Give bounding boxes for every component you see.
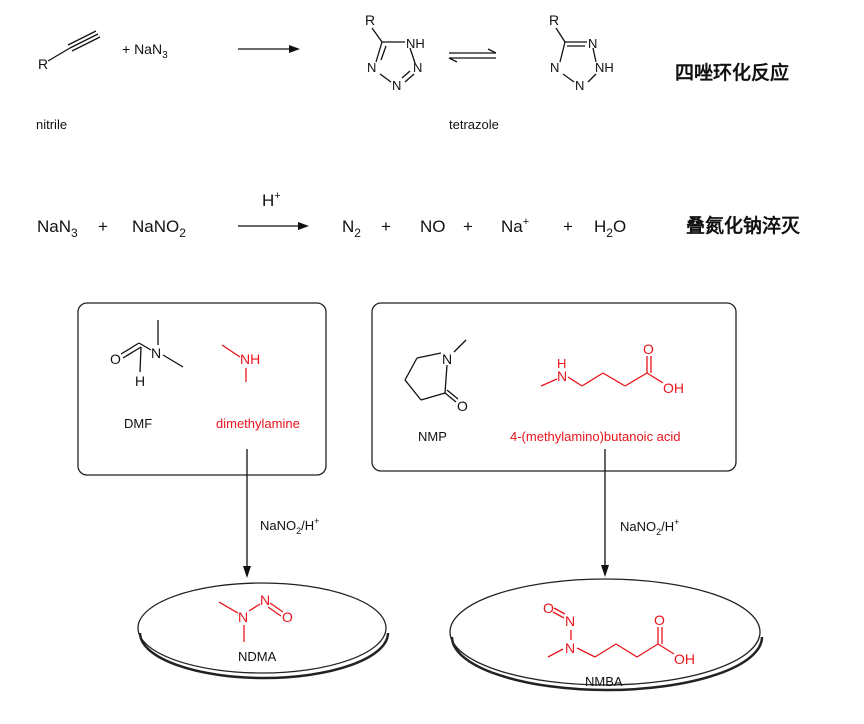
dmf-hydrogen: H: [135, 373, 145, 389]
equilibrium-arrows: [448, 48, 497, 63]
nmp-oxygen: O: [457, 398, 468, 414]
nmba-oh: OH: [674, 651, 695, 667]
triple-bond-lower: [71, 36, 101, 52]
azide-quench-title: 叠氮化钠淬灭: [686, 214, 801, 237]
tetrazole-cyclization-title: 四唑环化反应: [675, 61, 789, 84]
ndma-label: NDMA: [238, 649, 277, 664]
nitrile-caption: nitrile: [36, 117, 67, 132]
ndma-structure: N N O: [218, 592, 293, 642]
tetrazole-b-n3: N: [575, 78, 584, 93]
sodium-azide: NaN3: [37, 217, 78, 240]
r-bond: [47, 47, 71, 62]
nmba-n2: N: [565, 640, 575, 656]
nmp-nitrogen: N: [442, 351, 452, 367]
reaction-arrow-2: [238, 222, 309, 230]
nitric-oxide-product: NO: [420, 217, 446, 236]
ndma-n2: N: [260, 592, 270, 608]
left-reagent-label: NaNO2/H+: [260, 516, 319, 536]
dmf-oxygen: O: [110, 351, 121, 367]
dmf-box: [77, 302, 327, 476]
nitrile-structure: R: [38, 30, 101, 72]
nmba-oxygen-2: O: [654, 612, 665, 628]
arrow-to-nmba: [601, 449, 609, 577]
ndma-ellipse: [137, 582, 387, 674]
tetrazole-b-nh: NH: [595, 60, 614, 75]
plus-sign-3: +: [463, 217, 473, 236]
nmba-n1: N: [565, 613, 575, 629]
dmf-label: DMF: [124, 416, 152, 431]
nmba-ellipse: [449, 578, 761, 686]
dmf-structure: O H N: [110, 320, 184, 389]
tetrazole-caption: tetrazole: [449, 117, 499, 132]
nitrogen-product: N2: [342, 217, 361, 240]
reaction-arrow-1: [238, 45, 300, 53]
acid-oxygen: O: [643, 341, 654, 357]
tetrazole-a-n3: N: [392, 78, 401, 93]
tetrazole-structure-b: R N N NH N: [549, 12, 614, 93]
nmp-structure: N O: [404, 339, 468, 414]
ndma-oxygen: O: [282, 609, 293, 625]
plus-sign-1: +: [98, 217, 108, 236]
nitrile-r-label: R: [38, 56, 48, 72]
triple-bond-center: [69, 33, 99, 49]
acid-label: 4-(methylamino)butanoic acid: [510, 429, 681, 444]
water-product: H2O: [594, 217, 626, 240]
acid-structure: H N O OH: [540, 341, 684, 396]
dmf-nitrogen: N: [151, 345, 161, 361]
tetrazole-a-n2: N: [413, 60, 422, 75]
sodium-azide-reactant: + NaN3: [122, 41, 168, 61]
tetrazole-structure-a: R NH N N N: [365, 12, 425, 93]
acid-h: H: [557, 356, 566, 371]
nmba-structure: O N N O OH: [543, 600, 695, 667]
acid-oh: OH: [663, 380, 684, 396]
ndma-ellipse-shadow: [138, 632, 390, 680]
nmba-ellipse-shadow: [450, 636, 764, 692]
right-reagent-label: NaNO2/H+: [620, 517, 679, 537]
tetrazole-a-r: R: [365, 12, 375, 28]
acid-n: N: [557, 368, 567, 384]
acid-condition: H+: [262, 190, 281, 210]
plus-sign-4: +: [563, 217, 573, 236]
arrow-to-ndma: [243, 449, 251, 578]
tetrazole-a-n1: N: [367, 60, 376, 75]
dimethylamine-structure: NH: [221, 344, 260, 382]
dimethylamine-nh: NH: [240, 351, 260, 367]
sodium-nitrite: NaNO2: [132, 217, 186, 240]
tetrazole-b-n2: N: [550, 60, 559, 75]
ndma-n1: N: [238, 609, 248, 625]
nmp-box: [371, 302, 737, 472]
triple-bond-upper: [67, 30, 97, 46]
dimethylamine-label: dimethylamine: [216, 416, 300, 431]
sodium-ion-product: Na+: [501, 216, 529, 236]
tetrazole-b-n1: N: [588, 36, 597, 51]
plus-sign-2: +: [381, 217, 391, 236]
tetrazole-a-nh: NH: [406, 36, 425, 51]
nmba-oxygen-1: O: [543, 600, 554, 616]
nmba-label: NMBA: [585, 674, 623, 689]
nmp-label: NMP: [418, 429, 447, 444]
tetrazole-b-r: R: [549, 12, 559, 28]
